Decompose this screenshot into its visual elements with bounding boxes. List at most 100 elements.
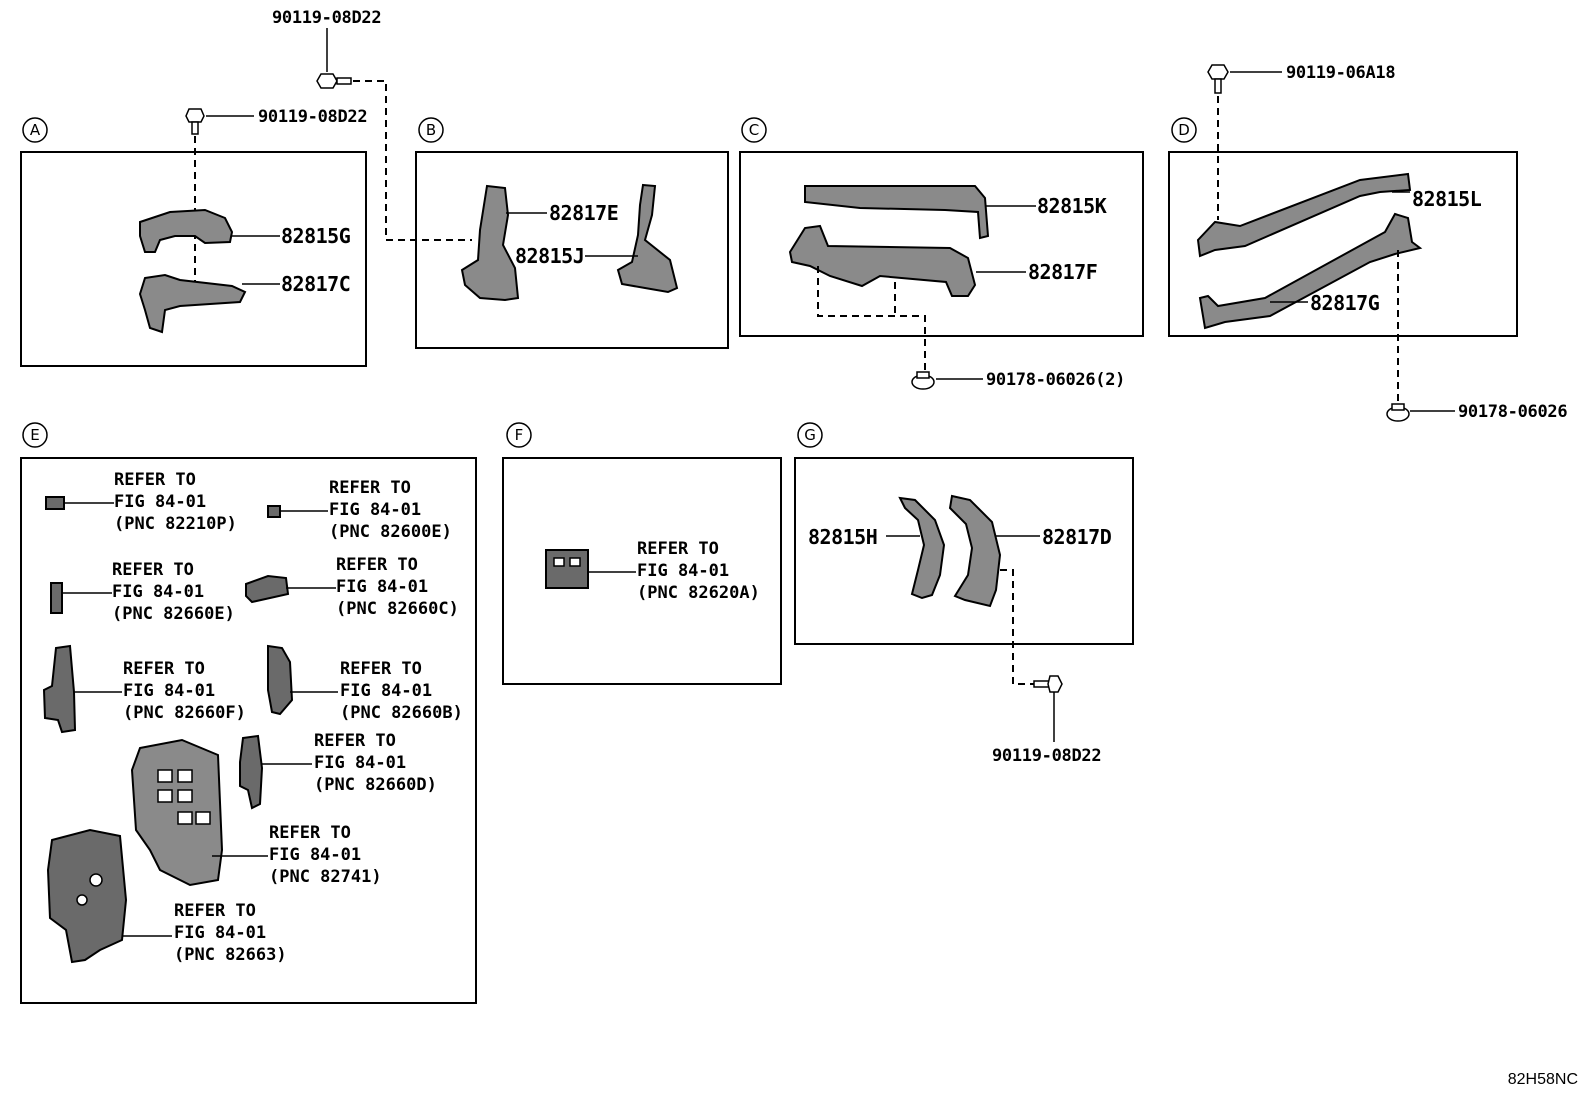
svg-text:FIG 84-01: FIG 84-01 bbox=[637, 561, 729, 581]
svg-text:FIG 84-01: FIG 84-01 bbox=[112, 582, 204, 602]
part-82815j-label: 82815J bbox=[515, 244, 584, 268]
svg-text:FIG 84-01: FIG 84-01 bbox=[174, 923, 266, 943]
svg-text:(PNC 82600E): (PNC 82600E) bbox=[329, 522, 452, 542]
svg-text:(PNC 82660E): (PNC 82660E) bbox=[112, 604, 235, 624]
ref-82210p-shape bbox=[45, 496, 65, 510]
section-d-clip-label: 90178-06026 bbox=[1458, 402, 1567, 422]
section-f-box bbox=[502, 457, 782, 685]
section-e-box bbox=[20, 457, 477, 1004]
svg-text:(PNC 82741): (PNC 82741) bbox=[269, 867, 382, 887]
part-82815g-label: 82815G bbox=[281, 224, 351, 248]
section-e: E REFER TO FIG 84-01 (PNC 82210P) REFER … bbox=[20, 422, 477, 1004]
ref-82741-shape bbox=[130, 738, 224, 887]
section-e-marker bbox=[22, 422, 48, 448]
section-f-marker bbox=[506, 422, 532, 448]
section-d-letter: D bbox=[1178, 121, 1190, 139]
section-g-letter: G bbox=[804, 426, 816, 444]
section-d-box bbox=[1168, 151, 1518, 337]
ref-82660e-shape bbox=[50, 582, 63, 614]
svg-text:(PNC 82663): (PNC 82663) bbox=[174, 945, 287, 965]
section-a-marker bbox=[22, 117, 48, 143]
svg-text:FIG 84-01: FIG 84-01 bbox=[340, 681, 432, 701]
section-a: A 90119-08D22 82815G 82817C bbox=[20, 107, 368, 367]
section-f: F REFER TO FIG 84-01 (PNC 82620A) bbox=[502, 422, 782, 685]
bolt-icon bbox=[185, 108, 205, 135]
svg-text:(PNC 82210P): (PNC 82210P) bbox=[114, 514, 237, 534]
section-e-letter: E bbox=[30, 426, 39, 444]
section-g-marker bbox=[797, 422, 823, 448]
part-82815h-label: 82815H bbox=[808, 525, 877, 549]
section-c-clip-label: 90178-06026(2) bbox=[986, 370, 1125, 390]
section-c: C 82815K 82817F 90178-06026(2) bbox=[739, 117, 1144, 390]
part-82815g-shape bbox=[139, 208, 234, 253]
part-82817c-label: 82817C bbox=[281, 272, 350, 296]
svg-text:REFER TO: REFER TO bbox=[329, 478, 411, 498]
section-c-box bbox=[739, 151, 1144, 337]
part-82817g-shape bbox=[1198, 212, 1423, 330]
ref-82663-label: REFER TO FIG 84-01 (PNC 82663) bbox=[174, 901, 287, 965]
diagram-code: 82H58NC bbox=[1508, 1071, 1578, 1088]
part-82815k-label: 82815K bbox=[1037, 194, 1107, 218]
part-82815j-shape bbox=[616, 183, 679, 294]
ref-82660c-label: REFER TO FIG 84-01 (PNC 82660C) bbox=[336, 555, 459, 619]
svg-text:REFER TO: REFER TO bbox=[314, 731, 396, 751]
part-82815l-shape bbox=[1196, 172, 1412, 258]
ref-82660f-shape bbox=[42, 644, 77, 734]
svg-text:FIG 84-01: FIG 84-01 bbox=[123, 681, 215, 701]
section-a-box bbox=[20, 151, 367, 367]
section-d: D 90119-06A18 82815L 82817G 90178-06026 bbox=[1168, 63, 1568, 422]
svg-text:(PNC 82620A): (PNC 82620A) bbox=[637, 583, 760, 603]
top-bolt-icon bbox=[316, 73, 352, 89]
svg-text:REFER TO: REFER TO bbox=[114, 470, 196, 490]
svg-text:REFER TO: REFER TO bbox=[269, 823, 351, 843]
svg-text:(PNC 82660B): (PNC 82660B) bbox=[340, 703, 463, 723]
section-c-letter: C bbox=[749, 121, 759, 139]
part-82817f-label: 82817F bbox=[1028, 260, 1097, 284]
top-bolt-group: 90119-08D22 bbox=[272, 8, 472, 241]
bolt-icon bbox=[1207, 64, 1229, 94]
svg-text:(PNC 82660C): (PNC 82660C) bbox=[336, 599, 459, 619]
section-c-marker bbox=[741, 117, 767, 143]
part-82817f-shape bbox=[788, 224, 977, 297]
svg-text:REFER TO: REFER TO bbox=[174, 901, 256, 921]
part-82817e-shape bbox=[460, 184, 520, 302]
ref-82660b-label: REFER TO FIG 84-01 (PNC 82660B) bbox=[340, 659, 463, 723]
part-82817c-shape bbox=[138, 273, 247, 334]
part-82815l-label: 82815L bbox=[1412, 187, 1482, 211]
ref-82660b-shape bbox=[267, 644, 294, 716]
ref-82663-shape bbox=[46, 828, 128, 964]
svg-text:FIG 84-01: FIG 84-01 bbox=[269, 845, 361, 865]
top-bolt-label: 90119-08D22 bbox=[272, 8, 381, 28]
svg-text:REFER TO: REFER TO bbox=[112, 560, 194, 580]
bolt-icon bbox=[1033, 675, 1063, 693]
svg-text:(PNC 82660D): (PNC 82660D) bbox=[314, 775, 437, 795]
clip-icon bbox=[1386, 403, 1410, 422]
ref-82620a-shape bbox=[545, 549, 589, 589]
section-a-letter: A bbox=[30, 121, 41, 139]
svg-text:REFER TO: REFER TO bbox=[637, 539, 719, 559]
section-b: B 82817E 82815J bbox=[415, 117, 729, 349]
ref-82600e-shape bbox=[267, 505, 281, 518]
svg-text:(PNC 82660F): (PNC 82660F) bbox=[123, 703, 246, 723]
ref-82600e-label: REFER TO FIG 84-01 (PNC 82600E) bbox=[329, 478, 452, 542]
part-82817e-label: 82817E bbox=[549, 201, 618, 225]
ref-82660d-shape bbox=[239, 734, 264, 810]
ref-82660c-shape bbox=[245, 574, 290, 604]
section-g-bolt-label: 90119-08D22 bbox=[992, 746, 1101, 766]
section-g-box bbox=[794, 457, 1134, 645]
ref-82660d-label: REFER TO FIG 84-01 (PNC 82660D) bbox=[314, 731, 437, 795]
ref-82660e-label: REFER TO FIG 84-01 (PNC 82660E) bbox=[112, 560, 235, 624]
section-a-bolt-label: 90119-08D22 bbox=[258, 107, 367, 127]
clip-icon bbox=[911, 371, 935, 390]
section-g: G 82815H 82817D 90119-08D22 bbox=[794, 422, 1134, 766]
section-b-letter: B bbox=[426, 121, 436, 139]
svg-text:FIG 84-01: FIG 84-01 bbox=[336, 577, 428, 597]
svg-text:REFER TO: REFER TO bbox=[123, 659, 205, 679]
svg-text:FIG 84-01: FIG 84-01 bbox=[314, 753, 406, 773]
part-82817d-label: 82817D bbox=[1042, 525, 1112, 549]
ref-82660f-label: REFER TO FIG 84-01 (PNC 82660F) bbox=[123, 659, 246, 723]
section-d-marker bbox=[1171, 117, 1197, 143]
svg-text:FIG 84-01: FIG 84-01 bbox=[114, 492, 206, 512]
part-82817g-label: 82817G bbox=[1310, 291, 1380, 315]
